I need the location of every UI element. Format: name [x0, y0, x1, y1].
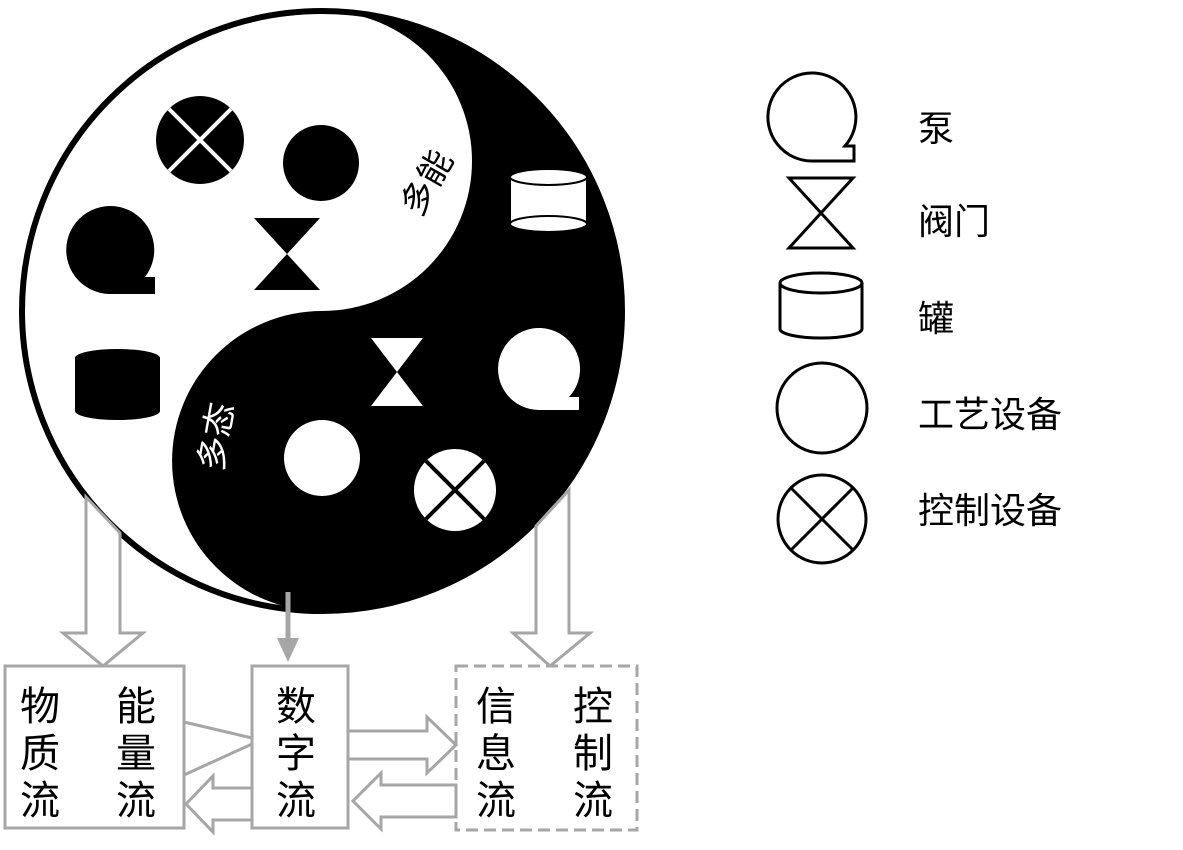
control-equipment-icon — [156, 96, 244, 184]
control-equipment-icon — [776, 473, 868, 565]
process-equipment-icon — [775, 361, 869, 455]
pump-icon — [498, 328, 581, 410]
valve-icon — [785, 176, 857, 250]
arrow-info-to-digital — [350, 769, 458, 833]
information-flow-label: 信息流 — [476, 684, 516, 824]
tank-icon — [778, 271, 864, 340]
legend — [766, 71, 869, 565]
taiji-circle — [19, 8, 625, 614]
control-flow-label: 控制流 — [573, 684, 613, 824]
merge-connector — [183, 720, 253, 777]
arrow-digital-to-info — [346, 713, 459, 777]
arrow-digital-to-material — [183, 772, 254, 836]
legend-label-valve: 阀门 — [918, 202, 991, 243]
arrow-to-digital — [277, 592, 299, 662]
arrow-to-material-energy — [58, 493, 148, 668]
tank-icon — [509, 168, 588, 233]
material-flow-label: 物质流 — [20, 684, 60, 824]
pump-icon — [766, 71, 858, 163]
legend-label-process-equipment: 工艺设备 — [918, 395, 1063, 436]
digital-flow-label: 数字流 — [276, 684, 316, 824]
control-equipment-icon — [414, 449, 496, 531]
valve-icon — [254, 218, 320, 290]
process-equipment-icon — [284, 420, 360, 496]
material-energy-box — [3, 664, 186, 830]
pump-icon — [66, 206, 155, 294]
valve-icon — [371, 338, 423, 406]
energy-flow-label: 能量流 — [116, 684, 156, 824]
process-equipment-icon — [283, 125, 359, 201]
legend-label-pump: 泵 — [918, 109, 955, 150]
info-control-box — [454, 664, 639, 832]
tank-icon — [75, 349, 160, 420]
legend-label-tank: 罐 — [918, 299, 955, 340]
arrow-to-info-control — [509, 486, 595, 668]
legend-label-control-equipment: 控制设备 — [918, 491, 1063, 532]
